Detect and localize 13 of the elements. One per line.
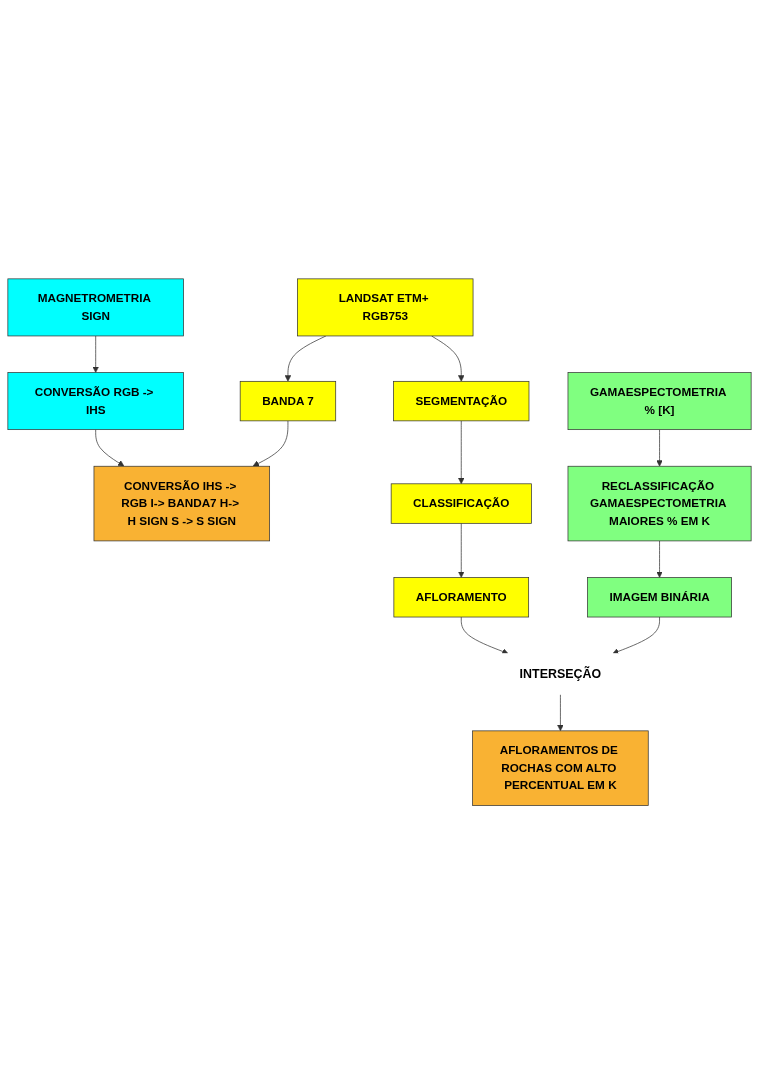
node-box: RECLASSIFICAÇÃO GAMAESPECTOMETRIA MAIORES % EM K (567, 465, 752, 542)
node-box: SEGMENTAÇÃO (393, 380, 530, 422)
node-box: LANDSAT ETM+ RGB753 (297, 278, 474, 337)
node-box: MAGNETROMETRIA SIGN (7, 278, 184, 337)
node-box: AFLORAMENTOS DE ROCHAS COM ALTO PERCENTUAL EM K (472, 730, 649, 806)
node-box: CONVERSÃO IHS -> RGB I-> BANDA7 H-> H SIGN S -> S SIGN (93, 465, 270, 542)
node-box: CLASSIFICAÇÃO (390, 483, 532, 524)
node-box: AFLORAMENTO (393, 576, 530, 618)
node-text: INTERSEÇÃO (519, 666, 602, 681)
node-box: GAMAESPECTOMETRIA % [K] (567, 372, 752, 430)
node-box: BANDA 7 (239, 380, 337, 422)
node-box: IMAGEM BINÁRIA (587, 576, 732, 618)
node-box: CONVERSÃO RGB -> IHS (7, 372, 184, 430)
